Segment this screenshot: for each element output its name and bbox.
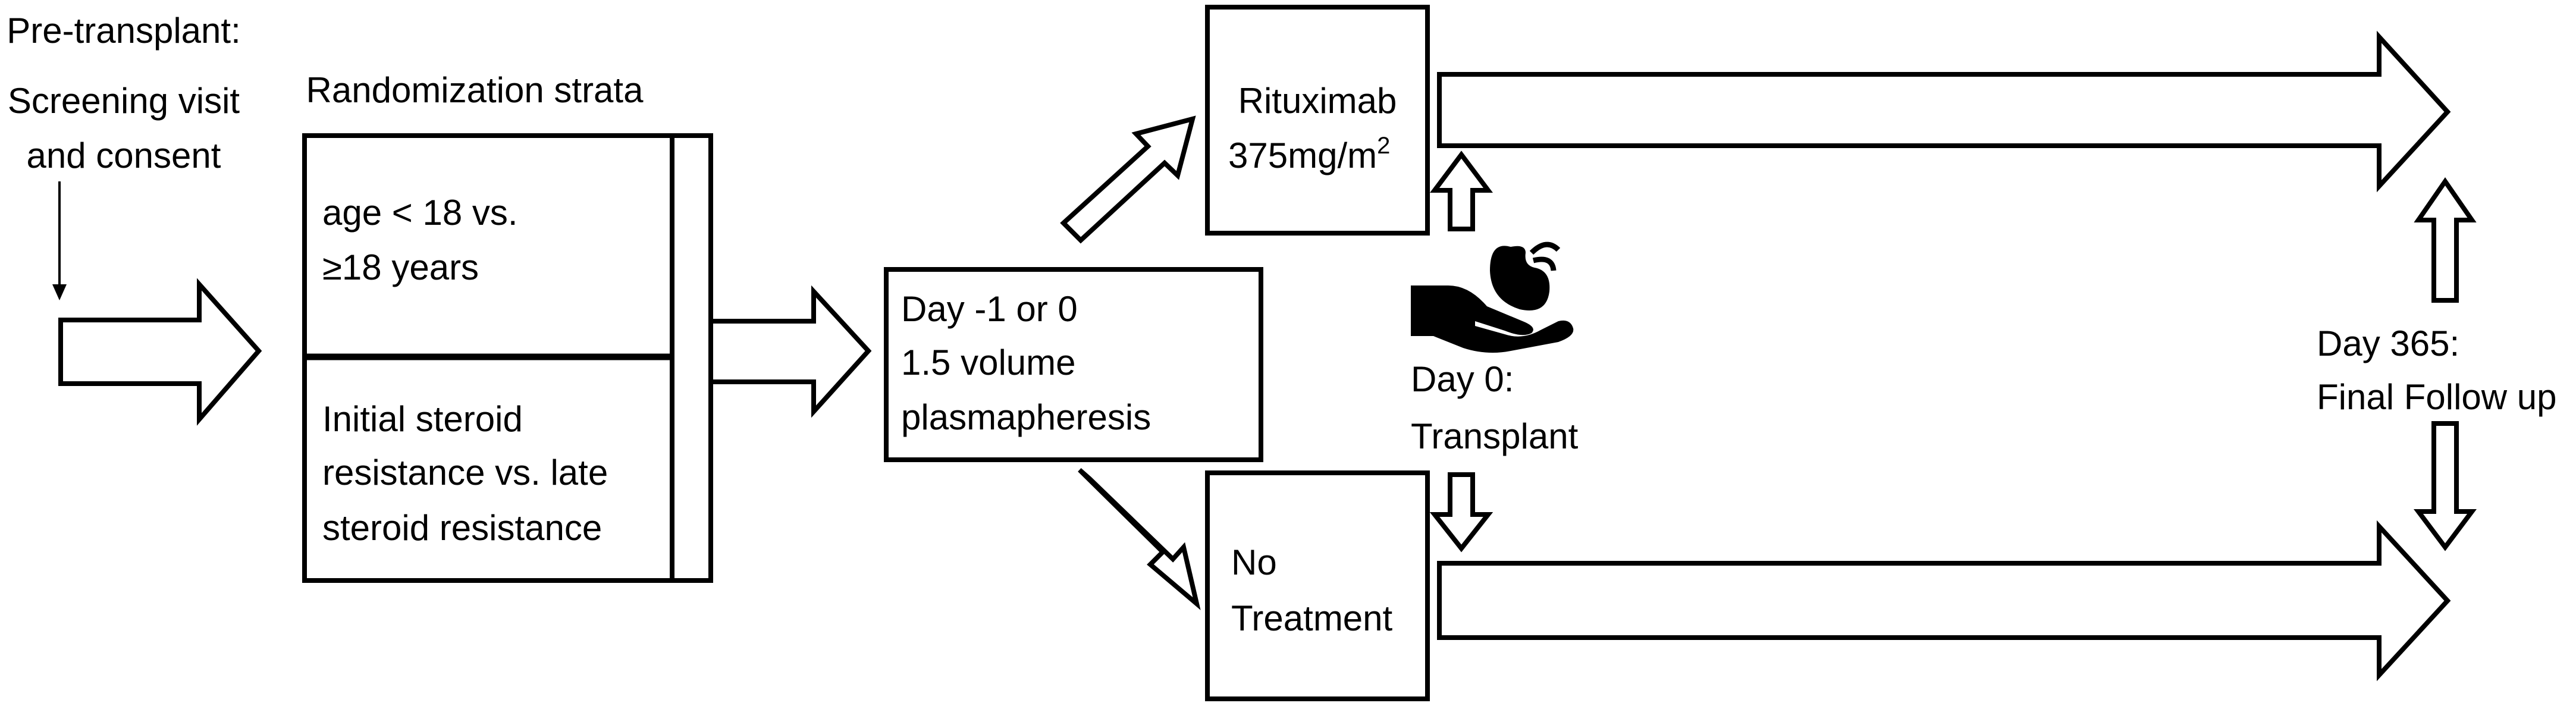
rituximab-dose-superscript: 2 [1377, 133, 1390, 159]
strata-age-line2: ≥18 years [322, 247, 479, 287]
transplant-down-arrow [1429, 472, 1493, 553]
rituximab-line1: Rituximab [1238, 81, 1397, 121]
rituximab-dose-text: 375mg/m [1228, 136, 1377, 175]
hand-holding-kidney-icon [1411, 241, 1574, 353]
pretransplant-line2: Screening visit [8, 81, 240, 121]
rituximab-dose: 375mg/m2 [1228, 133, 1390, 175]
plasmapheresis-to-rituximab-arrow [1060, 115, 1196, 244]
followup-up-arrow [2414, 177, 2477, 303]
strata-steroid-line2: resistance vs. late [322, 453, 608, 492]
no-treatment-line1: No [1231, 542, 1277, 582]
rituximab-box [1205, 5, 1430, 236]
plasmapheresis-to-no-treatment-arrow [1078, 468, 1201, 610]
followup-line2: Final Follow up [2317, 377, 2557, 417]
plasmapheresis-box [884, 267, 1263, 462]
pretransplant-line1: Pre-transplant: [7, 11, 241, 51]
strata-to-plasmapheresis-arrow [708, 285, 872, 418]
followup-line1: Day 365: [2317, 324, 2459, 363]
pretransplant-label: Pre-transplant: Screening visit and cons… [7, 11, 241, 175]
no-treatment-box [1205, 470, 1430, 701]
plasmapheresis-line3: plasmapheresis [901, 397, 1151, 437]
transplant-line2: Transplant [1411, 416, 1579, 456]
no-treatment-arm-arrow [1437, 520, 2451, 682]
no-treatment-line2: Treatment [1231, 598, 1393, 638]
rituximab-arm-arrow [1437, 30, 2451, 193]
pretransplant-line3: and consent [27, 136, 221, 175]
plasmapheresis-line2: 1.5 volume [901, 343, 1076, 382]
strata-steroid-line3: steroid resistance [322, 508, 602, 548]
transplant-line1: Day 0: [1411, 359, 1514, 399]
plasmapheresis-line1: Day -1 or 0 [901, 289, 1078, 329]
strata-age-line1: age < 18 vs. [322, 193, 518, 233]
followup-down-arrow [2414, 421, 2477, 551]
transplant-up-arrow [1430, 150, 1493, 231]
strata-box [302, 133, 713, 583]
pretransplant-down-arrow [52, 181, 67, 300]
entry-arrow [58, 278, 262, 426]
strata-steroid-line1: Initial steroid [322, 399, 523, 439]
strata-title: Randomization strata [306, 70, 644, 110]
